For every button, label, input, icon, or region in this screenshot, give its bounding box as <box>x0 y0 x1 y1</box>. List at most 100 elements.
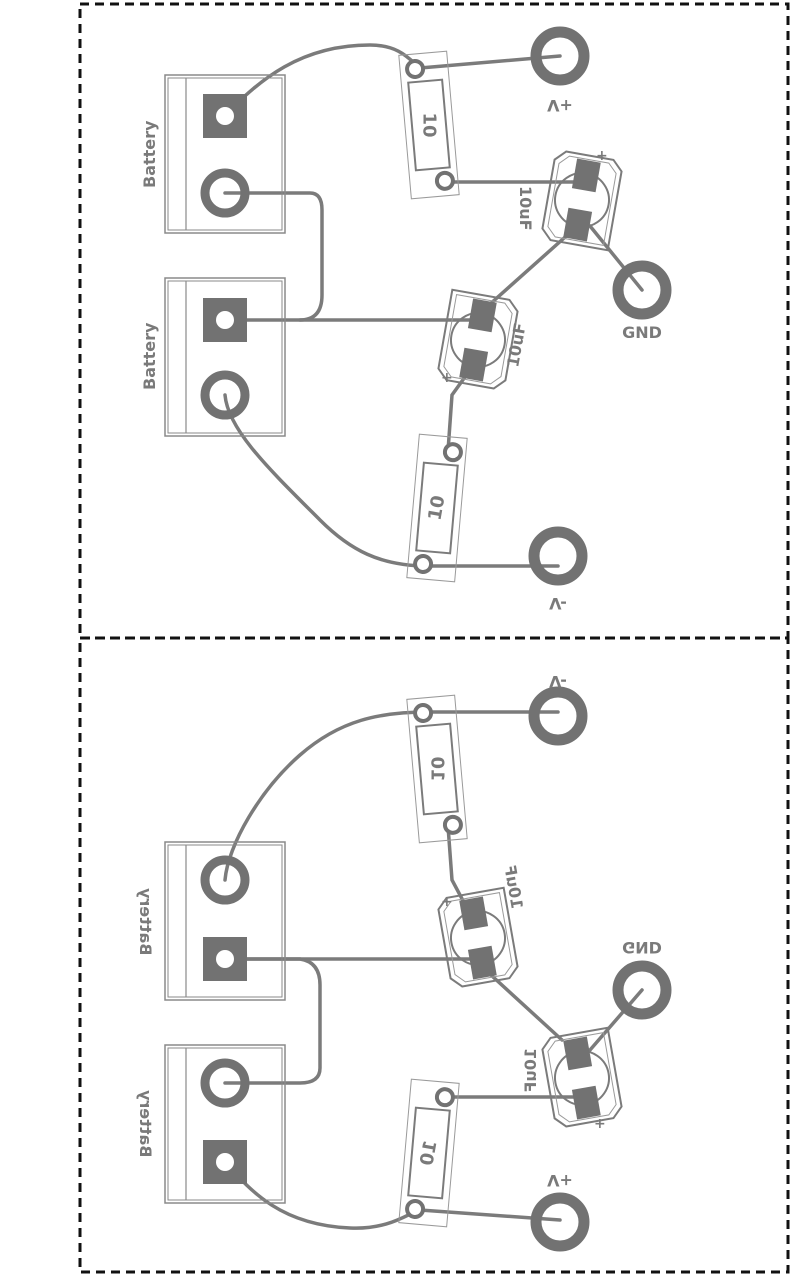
battery-label: Battery <box>140 322 159 390</box>
terminal-pad <box>528 526 588 586</box>
resistor-pad <box>405 59 426 80</box>
bottom-board-outline <box>78 636 790 1274</box>
terminal-label: GND <box>622 323 662 342</box>
battery-label: Battery <box>140 120 159 188</box>
battery-round-pad <box>200 370 250 420</box>
terminal-label: -V <box>548 594 566 613</box>
battery-round-pad <box>200 168 250 218</box>
bottom-gnd-terminal: GND <box>612 938 672 1020</box>
terminal-pad <box>530 1192 590 1252</box>
bottom-cap-2-value: 10uF <box>521 1048 540 1093</box>
resistor-value: 10 <box>416 1139 441 1167</box>
resistor-pad <box>434 1087 455 1108</box>
top-vplus-terminal: +V <box>530 26 590 115</box>
cap-outline-inner <box>547 1032 617 1123</box>
trace-r1-to-c1 <box>446 824 470 912</box>
battery-pad-hole <box>216 107 234 125</box>
trace-bat1-to-bat2 <box>223 957 322 1085</box>
cap-pad <box>459 896 489 931</box>
bottom-cap-1-plus: + <box>441 894 453 910</box>
cap-outline <box>541 150 623 252</box>
cap-pad <box>571 158 601 193</box>
battery-body-inner <box>167 280 283 434</box>
cap-pad <box>563 1036 593 1071</box>
bottom-vminus-terminal: -V <box>528 672 588 746</box>
terminal-pad <box>612 260 672 320</box>
bottom-vplus-terminal: +V <box>530 1171 590 1252</box>
battery-body <box>164 277 286 437</box>
battery-label: Battery <box>136 887 155 955</box>
battery-pad-hole <box>216 950 234 968</box>
battery-round-pad <box>200 1058 250 1108</box>
cap-outline <box>437 886 519 988</box>
top-cap-1-plus: + <box>596 148 608 164</box>
top-battery-2: Battery <box>140 277 286 437</box>
resistor-silk <box>406 433 468 583</box>
bottom-cap-2-plus: + <box>594 1116 606 1132</box>
trace-bat1-to-r1 <box>223 710 430 882</box>
resistor-pad <box>405 1198 426 1219</box>
resistor-pad <box>442 442 463 463</box>
cap-outline <box>541 1026 623 1128</box>
battery-pad-hole <box>216 1153 234 1171</box>
resistor-body <box>415 461 459 555</box>
bottom-battery-2: Battery <box>136 1044 286 1204</box>
terminal-label: GND <box>622 938 662 957</box>
top-gnd-terminal: GND <box>612 260 672 342</box>
battery-body <box>164 74 286 234</box>
top-capacitor-1 <box>541 150 623 252</box>
terminal-pad <box>612 960 672 1020</box>
top-cap-2-plus: + <box>441 370 453 386</box>
cap-outline-inner <box>547 155 617 246</box>
resistor-pad <box>434 170 455 191</box>
resistor-value: 10 <box>419 112 440 137</box>
bottom-resistor-1: 10 <box>406 694 468 844</box>
resistor-pad <box>442 814 463 835</box>
terminal-label: -V <box>548 672 566 691</box>
bottom-capacitor-1 <box>437 886 519 988</box>
battery-body-inner <box>167 844 283 998</box>
battery-body-inner <box>167 77 283 231</box>
trace-bat1-to-r1 <box>223 43 422 117</box>
terminal-pad <box>530 26 590 86</box>
resistor-silk <box>398 1078 460 1228</box>
top-battery-1: Battery <box>140 74 286 234</box>
trace-c2-to-r2 <box>446 368 472 453</box>
cap-outline-inner <box>443 892 513 983</box>
resistor-body <box>407 1106 451 1200</box>
trace-c1-to-c2 <box>478 963 564 1042</box>
battery-round-pad <box>200 855 250 905</box>
top-resistor-2: 10 <box>406 433 468 583</box>
bottom-battery-1: Battery <box>136 841 286 1001</box>
cap-pad <box>571 1085 601 1120</box>
terminal-label: +V <box>546 96 572 115</box>
resistor-silk <box>398 50 460 200</box>
cap-outline-inner <box>443 294 513 385</box>
cap-pad <box>459 347 489 382</box>
trace-bat2-to-r2 <box>223 1160 422 1230</box>
cap-pad <box>563 207 593 242</box>
resistor-value: 10 <box>424 494 449 522</box>
battery-body <box>164 841 286 1001</box>
cap-pad <box>467 945 497 980</box>
terminal-label: +V <box>546 1171 572 1190</box>
bottom-resistor-2: 10 <box>398 1078 460 1228</box>
battery-pad-hole <box>216 311 234 329</box>
bottom-board: Battery Battery 10 + 1 <box>136 672 672 1252</box>
bottom-cap-1-value: 10uF <box>500 863 526 910</box>
battery-body-inner <box>167 1047 283 1201</box>
battery-body <box>164 1044 286 1204</box>
top-capacitor-2 <box>437 288 519 390</box>
resistor-pad <box>413 703 434 724</box>
battery-label: Battery <box>136 1089 155 1157</box>
top-cap-2-value: 10uF <box>503 321 529 368</box>
top-board: Battery Battery 10 + 1 <box>140 26 672 613</box>
top-vminus-terminal: -V <box>528 526 588 613</box>
board-outlines <box>78 2 790 1274</box>
trace-c1-to-gnd <box>588 224 644 292</box>
cap-pad <box>467 298 497 333</box>
trace-bat2neg-to-r2 <box>223 393 430 568</box>
resistor-pad <box>413 553 434 574</box>
resistor-body <box>415 722 459 816</box>
